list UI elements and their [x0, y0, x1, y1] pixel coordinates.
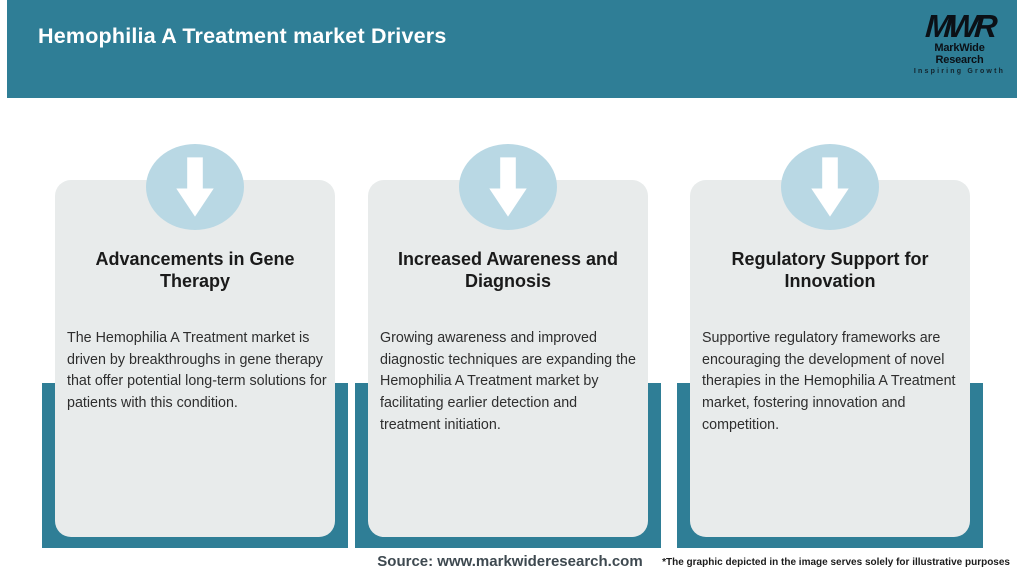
header-bar: Hemophilia A Treatment market Drivers MW… [7, 0, 1017, 98]
disclaimer-text: *The graphic depicted in the image serve… [662, 557, 1010, 568]
source-text: Source: www.markwideresearch.com [377, 553, 643, 570]
down-arrow-icon [459, 144, 557, 230]
down-arrow-icon [146, 144, 244, 230]
card-title: Regulatory Support for Innovation [731, 249, 929, 291]
driver-card-awareness-diagnosis: Increased Awareness and Diagnosis Growin… [368, 180, 648, 537]
page-title: Hemophilia A Treatment market Drivers [38, 24, 447, 48]
logo-mwr-monogram: MWR [924, 8, 995, 44]
driver-card-gene-therapy: Advancements in Gene Therapy The Hemophi… [55, 180, 335, 537]
markwide-logo: MWR MarkWide Research Inspiring Growth [912, 8, 1007, 76]
card-title: Increased Awareness and Diagnosis [397, 249, 619, 291]
logo-tagline: Inspiring Growth [913, 68, 1006, 75]
driver-card-regulatory-support: Regulatory Support for Innovation Suppor… [690, 180, 970, 537]
card-description: Growing awareness and improved diagnosti… [380, 330, 636, 433]
card-description: The Hemophilia A Treatment market is dri… [67, 330, 327, 412]
card-title: Advancements in Gene Therapy [95, 249, 295, 291]
card-description: Supportive regulatory frameworks are enc… [702, 330, 956, 433]
down-arrow-icon [781, 144, 879, 230]
logo-company-name: MarkWide Research [934, 42, 985, 66]
